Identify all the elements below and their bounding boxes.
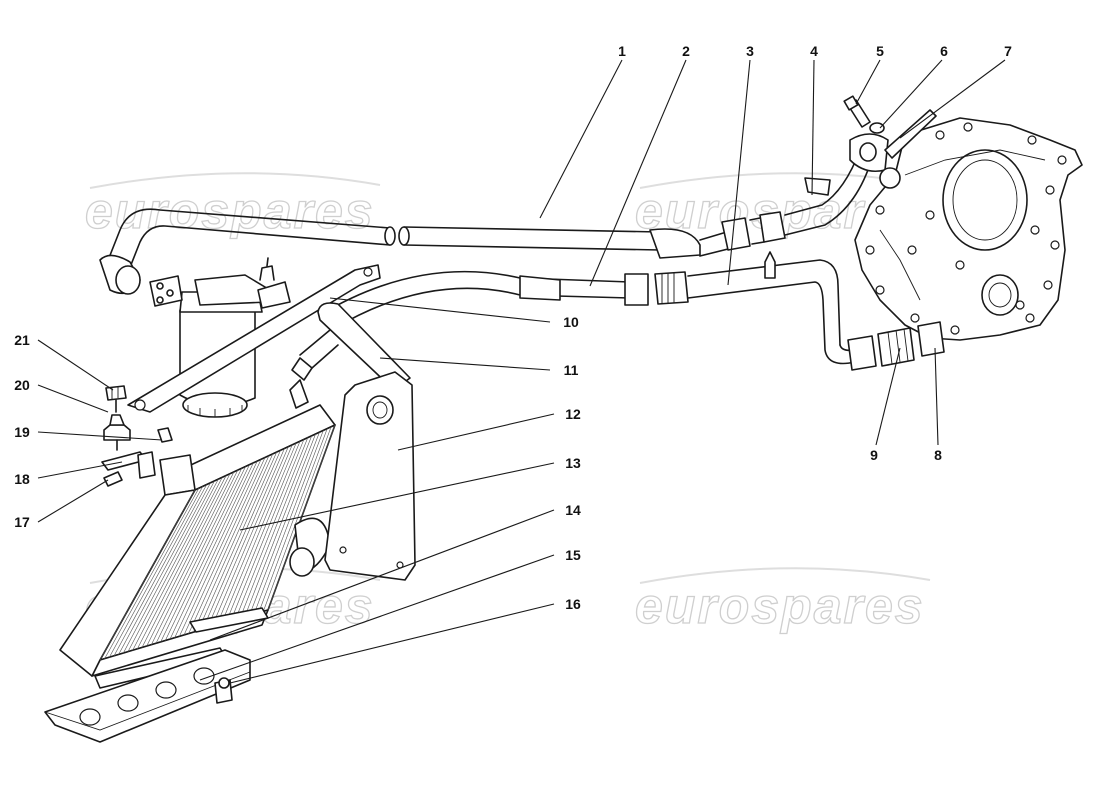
radiator-fin [113, 484, 207, 656]
radiator-fin [127, 479, 219, 652]
radiator-fin [197, 451, 277, 631]
mounting-plate [324, 371, 416, 581]
callout-20: 20 [14, 377, 30, 393]
radiator-fin [141, 473, 231, 648]
bolt-and-washer [843, 95, 937, 189]
radiator-fin [239, 435, 312, 619]
callout-7: 7 [1004, 43, 1012, 59]
radiator-fin [225, 441, 301, 623]
radiator-fin [118, 482, 211, 655]
callout-14: 14 [565, 502, 581, 518]
radiator-fin [207, 448, 285, 629]
radiator-fin [160, 466, 246, 643]
leader-lines [37, 59, 1006, 684]
radiator-fin [179, 459, 262, 637]
callout-19: 19 [14, 424, 30, 440]
radiator-fin [165, 464, 250, 641]
radiator-fin [253, 430, 324, 615]
radiator-fin [230, 439, 305, 622]
callout-12: 12 [565, 406, 581, 422]
radiator-fin [188, 455, 270, 634]
radiator-fin [169, 462, 254, 640]
callout-4: 4 [810, 43, 818, 59]
radiator-fin [211, 446, 289, 627]
watermark-text: eurospares [635, 578, 925, 634]
callout-17: 17 [14, 514, 30, 530]
callout-9: 9 [870, 447, 878, 463]
callout-21: 21 [14, 332, 30, 348]
callout-numbers: 1 2 3 4 5 6 7 8 9 10 11 12 13 14 15 16 1… [14, 43, 1012, 612]
callout-16: 16 [565, 596, 581, 612]
radiator-fin [183, 457, 266, 636]
radiator-fin [267, 424, 336, 611]
radiator-fin [235, 437, 309, 620]
radiator-fin [193, 453, 274, 633]
oil-radiator [59, 379, 336, 677]
callout-6: 6 [940, 43, 948, 59]
callout-3: 3 [746, 43, 754, 59]
engine-cover [854, 117, 1083, 341]
callout-15: 15 [565, 547, 581, 563]
callout-8: 8 [934, 447, 942, 463]
radiator-fin [146, 471, 235, 647]
radiator-fin [151, 470, 239, 645]
callout-11: 11 [564, 362, 579, 378]
radiator-fin [155, 468, 242, 644]
radiator-fin [109, 486, 204, 658]
callout-18: 18 [14, 471, 30, 487]
watermark-text: eurospares [85, 183, 375, 239]
support-bracket [127, 264, 381, 413]
watermark-swoosh [89, 172, 381, 189]
radiator-fin [244, 433, 316, 618]
radiator-fin [132, 477, 223, 651]
callout-10: 10 [563, 314, 579, 330]
callout-2: 2 [682, 43, 690, 59]
radiator-fin [202, 450, 281, 630]
watermark-swoosh [639, 567, 931, 584]
radiator-fin [249, 432, 320, 616]
radiator-fin [137, 475, 227, 650]
radiator-fin [123, 480, 215, 654]
mounting-hardware [101, 385, 173, 487]
pipe-2 [319, 270, 649, 329]
callout-13: 13 [565, 455, 581, 471]
radiator-fin [258, 428, 328, 613]
pipe-1 [99, 208, 741, 295]
callout-1: 1 [618, 43, 626, 59]
radiator-fin [216, 444, 293, 626]
radiator-fin [104, 488, 200, 659]
pipe-4 [721, 133, 889, 251]
radiator-fin [221, 442, 297, 625]
radiator-fin [174, 460, 258, 638]
support-tray [44, 649, 251, 743]
pipe-3 [654, 251, 945, 371]
radiator-fin [99, 489, 196, 661]
callout-5: 5 [876, 43, 884, 59]
radiator-fin [263, 426, 332, 612]
